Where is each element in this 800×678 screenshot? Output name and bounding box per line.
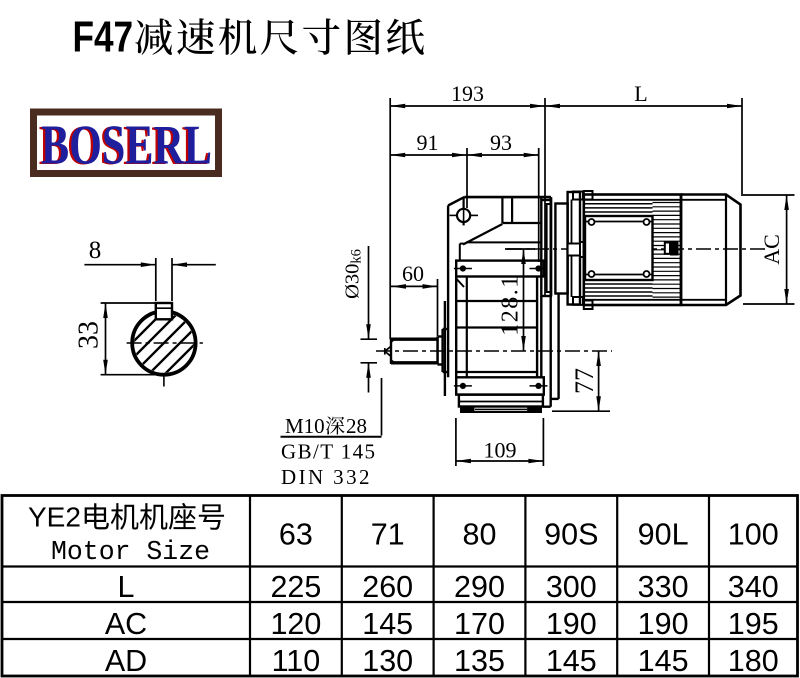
svg-text:190: 190: [546, 607, 597, 641]
svg-text:170: 170: [454, 607, 505, 641]
svg-text:180: 180: [728, 644, 779, 678]
svg-text:300: 300: [546, 570, 597, 604]
svg-text:F47: F47: [73, 13, 134, 62]
svg-text:195: 195: [728, 607, 779, 641]
svg-text:145: 145: [546, 644, 597, 678]
svg-text:AD: AD: [105, 644, 147, 678]
svg-text:BOSERL: BOSERL: [41, 115, 212, 177]
svg-text:100: 100: [728, 517, 779, 551]
svg-text:340: 340: [728, 570, 779, 604]
svg-text:145: 145: [638, 644, 689, 678]
svg-text:8: 8: [89, 237, 102, 264]
svg-text:93: 93: [490, 130, 512, 155]
svg-text:110: 110: [272, 644, 321, 678]
svg-text:128.1: 128.1: [498, 274, 524, 336]
svg-text:63: 63: [279, 517, 313, 551]
svg-text:80: 80: [463, 517, 497, 551]
svg-text:90L: 90L: [638, 517, 689, 551]
svg-text:71: 71: [371, 517, 405, 551]
svg-text:120: 120: [270, 607, 321, 641]
svg-text:290: 290: [454, 570, 505, 604]
svg-text:60: 60: [402, 261, 424, 286]
svg-text:L: L: [634, 81, 647, 106]
svg-text:L: L: [118, 570, 135, 604]
svg-text:190: 190: [638, 607, 689, 641]
svg-text:90S: 90S: [544, 517, 598, 551]
svg-text:135: 135: [454, 644, 505, 678]
svg-text:260: 260: [362, 570, 413, 604]
svg-text:330: 330: [638, 570, 689, 604]
svg-text:DIN 332: DIN 332: [281, 465, 372, 489]
svg-text:225: 225: [270, 570, 321, 604]
svg-text:Motor Size: Motor Size: [51, 537, 210, 567]
svg-text:145: 145: [362, 607, 413, 641]
svg-text:AC: AC: [759, 234, 784, 265]
svg-text:GB/T 145: GB/T 145: [281, 440, 376, 464]
svg-text:M10: M10: [285, 414, 325, 438]
svg-text:33: 33: [74, 321, 105, 349]
svg-text:193: 193: [451, 81, 484, 106]
svg-text:109: 109: [484, 438, 517, 463]
svg-text:BOSERL: BOSERL: [39, 115, 210, 177]
svg-text:AC: AC: [105, 607, 147, 641]
svg-text:130: 130: [362, 644, 413, 678]
svg-text:YE2: YE2: [28, 502, 81, 533]
svg-text:91: 91: [417, 130, 439, 155]
svg-text:77: 77: [570, 368, 599, 394]
svg-text:28: 28: [346, 414, 367, 438]
